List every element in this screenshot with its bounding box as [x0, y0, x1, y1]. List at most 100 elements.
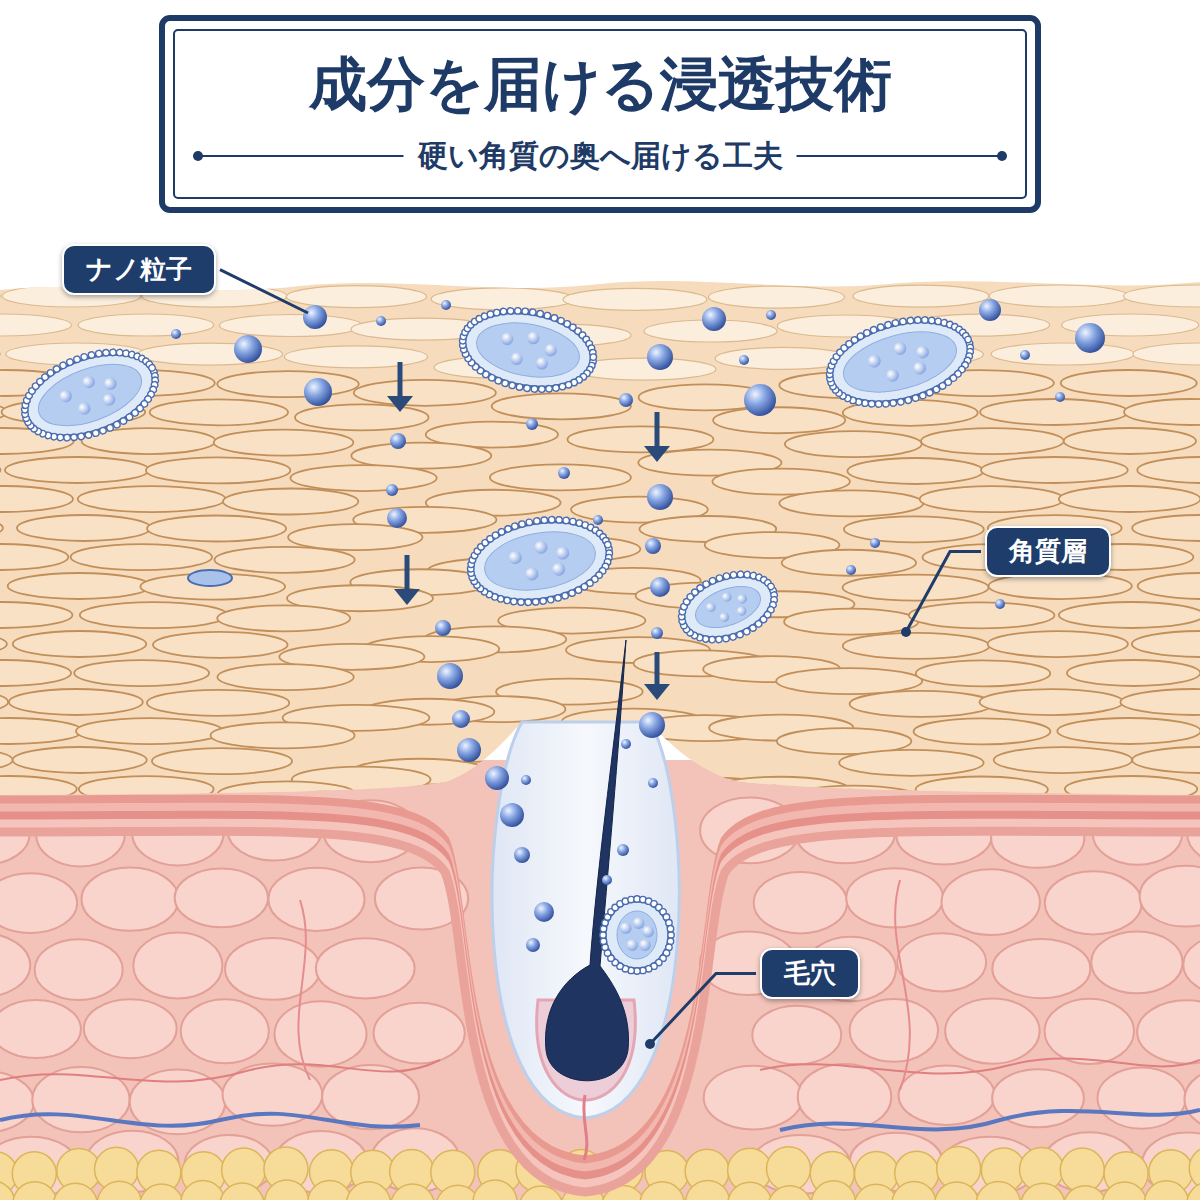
corneum-cell — [980, 399, 1128, 425]
corneum-cell — [981, 457, 1128, 483]
corneum-cell — [0, 718, 83, 744]
corneum-cell — [218, 781, 357, 807]
lipid-head — [73, 355, 81, 363]
title-box: 成分を届ける浸透技術 — [162, 50, 1038, 120]
encapsulated-ingredient — [508, 550, 523, 565]
capillary — [760, 1059, 1200, 1074]
corneum-cell — [152, 748, 292, 774]
corneum-cell — [0, 285, 1, 307]
liposome-shell — [605, 901, 669, 969]
corneum-cell — [1132, 631, 1200, 657]
corneum-cell — [784, 609, 918, 635]
nano-particle — [621, 739, 631, 749]
encapsulated-ingredient — [736, 605, 748, 617]
capillary — [895, 880, 910, 1090]
leader-line — [906, 552, 981, 632]
lipid-head — [87, 351, 95, 359]
liposome-shell — [459, 303, 598, 396]
corneum-cell — [0, 314, 71, 336]
corneum-cell — [78, 486, 226, 512]
corneum-cell — [217, 605, 350, 631]
corneum-cell — [74, 660, 209, 686]
corneum-cell — [776, 668, 922, 694]
corneum-cell — [980, 689, 1124, 715]
nano-particle — [619, 393, 633, 407]
corneum-cell — [431, 288, 574, 310]
lipid-head — [84, 431, 92, 439]
encapsulated-ingredient — [642, 926, 654, 938]
corneum-cell — [0, 631, 7, 657]
nano-particle — [648, 778, 658, 788]
corneum-cell — [916, 777, 1048, 803]
corneum-cell — [13, 631, 147, 657]
nano-particle — [617, 844, 629, 856]
lipid-head — [919, 392, 927, 400]
lipid-head — [99, 427, 107, 435]
encapsulated-ingredient — [103, 376, 119, 392]
fat-cell — [181, 1181, 225, 1200]
corneum-cell — [283, 825, 425, 851]
lipid-head — [526, 519, 533, 526]
dermis-cell — [1183, 935, 1200, 995]
label-text: ナノ粒子 — [86, 254, 192, 285]
fat-cell — [1189, 1146, 1200, 1190]
corneum-cell — [286, 286, 426, 308]
corneum-cell — [290, 465, 436, 491]
corneum-cell — [0, 486, 73, 512]
nano-particle — [846, 565, 856, 575]
lipid-head — [511, 523, 518, 530]
corneum-cell — [0, 805, 5, 831]
lipid-head — [715, 574, 723, 582]
lipid-head — [875, 400, 883, 408]
lipid-head — [517, 598, 524, 605]
corneum-cell — [843, 575, 989, 601]
lipid-head — [493, 309, 500, 316]
arrow-shaft — [398, 362, 403, 400]
corneum-cell — [1065, 776, 1197, 802]
lipid-head — [545, 385, 552, 392]
title-frame-inner — [174, 30, 1026, 198]
callout-label: 毛穴 — [760, 948, 860, 999]
dermis-cell — [35, 939, 123, 1000]
corneum-cell — [153, 632, 288, 658]
lipid-head — [509, 382, 516, 389]
encapsulated-ingredient — [524, 567, 539, 582]
nano-particle — [744, 384, 776, 416]
lipid-head — [66, 358, 74, 366]
caption: 硬い角質の奥へ届ける工夫 — [418, 138, 783, 173]
lipid-head — [767, 582, 775, 590]
title: 成分を届ける浸透技術 — [309, 50, 892, 118]
corneum-cell — [13, 747, 147, 773]
corneum-cell — [0, 689, 8, 715]
stratum-corneum — [0, 281, 1200, 795]
lipid-head — [507, 307, 514, 314]
lipid-head — [532, 598, 539, 605]
caption-rule — [200, 155, 404, 157]
nano-particle — [647, 344, 673, 370]
nano-particle — [602, 875, 612, 885]
fat-cell — [347, 1182, 391, 1200]
lipid-head — [709, 577, 717, 585]
encapsulated-ingredient — [81, 374, 97, 390]
liposome-core — [690, 578, 766, 635]
lipid-head — [551, 314, 558, 321]
dermis-cell — [0, 933, 30, 997]
lipid-head — [892, 319, 900, 327]
fat-cell — [728, 1182, 772, 1200]
lipid-head — [148, 364, 156, 372]
nano-particle — [171, 329, 181, 339]
corneum-cell — [1059, 486, 1200, 512]
nano-particle — [521, 775, 531, 785]
liposome-shell — [466, 512, 613, 610]
lipid-head — [870, 326, 878, 334]
arrow-head — [644, 446, 670, 462]
lipid-head — [926, 389, 934, 397]
nano-particle — [1055, 392, 1065, 402]
corneum-cell — [8, 573, 150, 599]
corneum-cell — [147, 690, 289, 716]
liposome — [817, 302, 984, 422]
corneum-cell — [219, 315, 362, 337]
leader-line — [650, 974, 756, 1044]
lipid-head — [554, 594, 561, 601]
liposome-shell — [823, 308, 977, 416]
